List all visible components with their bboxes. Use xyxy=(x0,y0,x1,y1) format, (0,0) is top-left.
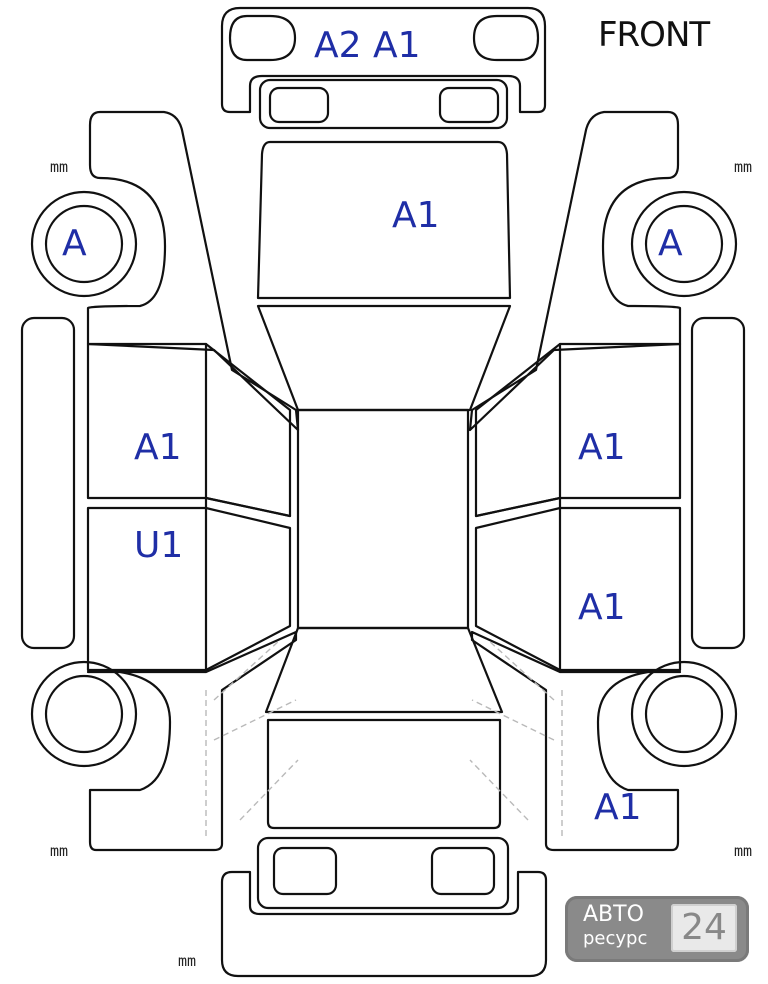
left-front-fender xyxy=(86,110,300,432)
headlight-left xyxy=(268,86,330,124)
front-fog-right xyxy=(472,14,540,62)
rear-lamp-frame xyxy=(256,836,510,910)
taillight-right xyxy=(430,846,496,896)
hood-outline xyxy=(256,140,512,300)
mm-label-front-left: mm xyxy=(50,158,69,176)
logo-line1: АВТО xyxy=(583,902,644,927)
wheel-left-rear xyxy=(30,660,138,768)
right-rear-dashed-guides xyxy=(469,639,563,840)
left-rear-quarter xyxy=(86,630,298,852)
right-rear-quarter xyxy=(470,630,682,852)
wheel-left-front xyxy=(30,190,138,298)
front-grille-frame xyxy=(258,78,509,130)
logo-badge: 24 xyxy=(671,904,737,952)
avto-resurs-logo: АВТО ресурс 24 xyxy=(565,896,749,962)
code-left-front-wheel: A xyxy=(62,223,87,264)
wheel-right-front xyxy=(630,190,738,298)
windshield-outline xyxy=(256,304,512,412)
left-belt-line xyxy=(204,496,292,518)
trunk-outline xyxy=(266,718,502,830)
code-right-front-door: A1 xyxy=(578,427,626,468)
mm-label-rear-right: mm xyxy=(734,842,753,860)
mm-label-rear-left: mm xyxy=(50,842,69,860)
left-sill xyxy=(20,316,76,650)
code-left-front-door: A1 xyxy=(134,427,182,468)
headlight-right xyxy=(438,86,500,124)
logo-line2: ресурс xyxy=(583,928,648,949)
taillight-left xyxy=(272,846,338,896)
code-front-bumper: A2 A1 xyxy=(314,25,421,66)
left-rear-door xyxy=(86,506,292,672)
front-bumper-outline xyxy=(220,6,547,114)
mm-label-front-right: mm xyxy=(734,158,753,176)
left-front-door xyxy=(86,342,292,518)
code-left-rear-door: U1 xyxy=(134,525,184,566)
code-right-rear-door: A1 xyxy=(578,587,626,628)
right-belt-line xyxy=(474,496,562,518)
front-orientation-label: FRONT xyxy=(598,15,710,55)
code-hood: A1 xyxy=(392,195,440,236)
rear-window-outline xyxy=(264,626,504,714)
code-right-front-wheel: A xyxy=(658,223,683,264)
wheel-right-rear xyxy=(630,660,738,768)
rear-bumper-outline xyxy=(220,870,548,978)
mm-label-rear-bottom: mm xyxy=(178,952,197,970)
right-front-fender xyxy=(468,110,682,432)
left-rear-dashed-guides xyxy=(205,639,299,840)
roof-outline xyxy=(296,408,470,630)
front-fog-left xyxy=(228,14,297,62)
right-sill xyxy=(690,316,746,650)
code-right-rear-quarter: A1 xyxy=(594,787,642,828)
